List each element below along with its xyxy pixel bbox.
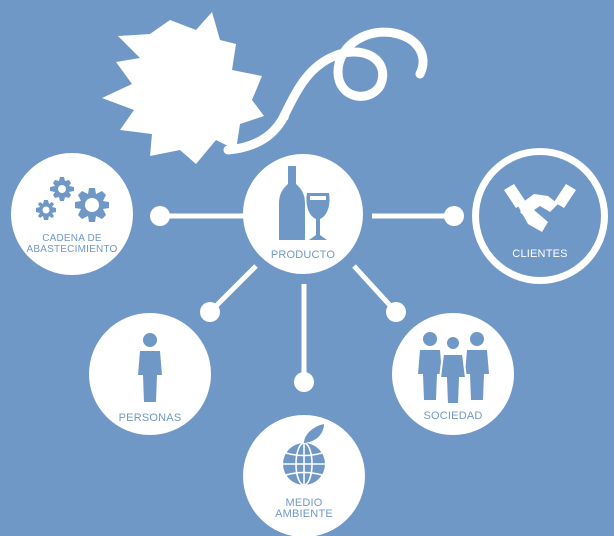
supply-chain-label: CADENA DE ABASTECIMIENTO [12,233,132,255]
connector-clients [372,206,464,226]
connector-society [352,264,406,322]
node-supply-chain-circle [11,153,133,275]
environment-label: MEDIO AMBIENTE [254,498,354,520]
globe-leaf-icon [283,424,325,486]
supply-chain-label-line1: CADENA DE [42,233,102,244]
environment-label-line1: MEDIO [285,497,323,509]
handshake-icon [504,184,576,232]
supply-chain-label-line2: ABASTECIMIENTO [26,244,118,255]
connector-people [200,264,258,322]
product-label: PRODUCTO [270,249,336,261]
society-label: SOCIEDAD [423,410,483,422]
connector-supply-chain [150,206,244,226]
person-icon [138,333,162,402]
wine-bottle-glass-icon [279,166,330,240]
gears-icon [36,177,109,222]
environment-label-line2: AMBIENTE [275,508,333,520]
group-icon [418,332,489,405]
vine-leaf-icon [102,12,428,164]
people-label: PERSONAS [118,412,182,424]
clients-label: CLIENTES [512,248,568,260]
connector-environment [294,284,314,392]
